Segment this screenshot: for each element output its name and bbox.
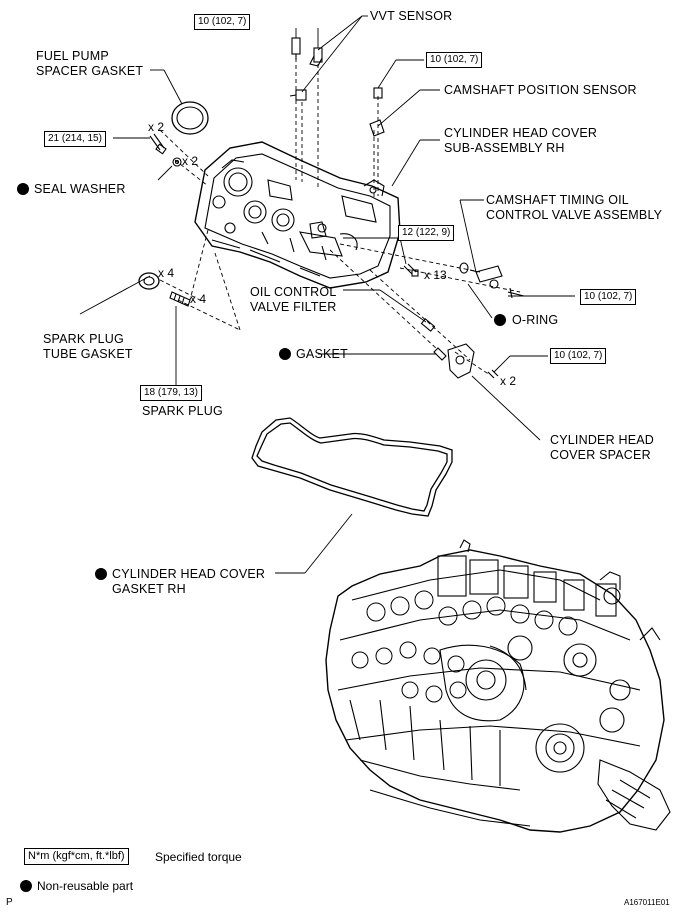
qty-washer: x 2 [182,154,199,168]
torque-stud-bolt: 21 (214, 15) [44,131,106,147]
legend-nonreusable-dot [20,880,32,892]
label-tube-gasket: TUBE GASKET [43,347,133,361]
leader-lines [79,15,575,574]
seal-washer-part [172,157,182,167]
qty-stud: x 2 [148,120,165,134]
cover-bolt-part [403,263,419,277]
alignment-lines [159,58,521,376]
cylinder-head-cover [194,141,401,289]
label-valve-filter: VALVE FILTER [250,300,337,314]
ocv-filter-part [420,318,436,332]
page-letter: P [6,897,13,908]
label-spark-plug: SPARK PLUG [142,404,223,418]
label-camshaft-position-sensor: CAMSHAFT POSITION SENSOR [444,83,637,97]
legend-torque-unit: N*m (kgf*cm, ft.*lbf) [24,848,129,865]
legend-torque-text: Specified torque [155,850,242,864]
gasket-part [433,347,447,361]
qty-spark-plug: x 4 [190,292,207,306]
nonreusable-dot-seal-washer [17,183,29,195]
label-cylinder-head: CYLINDER HEAD [550,433,655,447]
label-cylinder-head-cover-gasket: CYLINDER HEAD COVER [112,567,266,581]
label-control-valve-assembly: CONTROL VALVE ASSEMBLY [486,208,663,222]
cylinder-head-cover-spacer-part [447,343,499,379]
fuel-pump-spacer-gasket-part [171,101,209,135]
torque-cover-bolts: 12 (122, 9) [398,225,455,241]
label-oil-control: OIL CONTROL [250,285,337,299]
figure-id: A167011E01 [624,898,670,907]
label-o-ring: O-RING [512,313,559,327]
qty-spacer-bolts: x 2 [500,374,517,388]
vvt-sensor-part [289,37,323,101]
label-gasket: GASKET [296,347,348,361]
qty-tube-gasket: x 4 [158,266,175,280]
nonreusable-dot-gasket [279,348,291,360]
nonreusable-dot-head-cover-gasket [95,568,107,580]
label-gasket-rh: GASKET RH [112,582,186,596]
torque-spacer-bolts: 10 (102, 7) [550,348,607,364]
label-spark-plug-tube: SPARK PLUG [43,332,124,346]
spark-plug-tube-gasket-part [138,272,160,290]
stud-bolt-part [149,133,167,155]
torque-ocv-bolt: 10 (102, 7) [580,289,637,305]
torque-cam-sensor-bolt: 10 (102, 7) [426,52,483,68]
nonreusable-dot-o-ring [494,314,506,326]
label-sub-assembly-rh: SUB-ASSEMBLY RH [444,141,565,155]
spark-plug-part [169,291,191,307]
label-vvt-sensor: VVT SENSOR [370,9,453,23]
torque-vvt-bolt: 10 (102, 7) [194,14,251,30]
label-seal-washer: SEAL WASHER [34,182,126,196]
label-fuel-pump: FUEL PUMP [36,49,109,63]
legend-nonreusable-text: Non-reusable part [37,879,134,893]
label-camshaft-timing-oil: CAMSHAFT TIMING OIL [486,193,629,207]
label-spacer-gasket: SPACER GASKET [36,64,144,78]
engine-illustration [325,539,671,833]
label-cylinder-head-cover: CYLINDER HEAD COVER [444,126,598,140]
torque-spark-plug: 18 (179, 13) [140,385,202,401]
camshaft-sensor-part [369,87,385,137]
label-cover-spacer: COVER SPACER [550,448,651,462]
ocv-assembly-part [459,262,525,299]
qty-cover-bolts: x 13 [424,268,447,282]
cylinder-head-cover-gasket-part [251,417,453,517]
